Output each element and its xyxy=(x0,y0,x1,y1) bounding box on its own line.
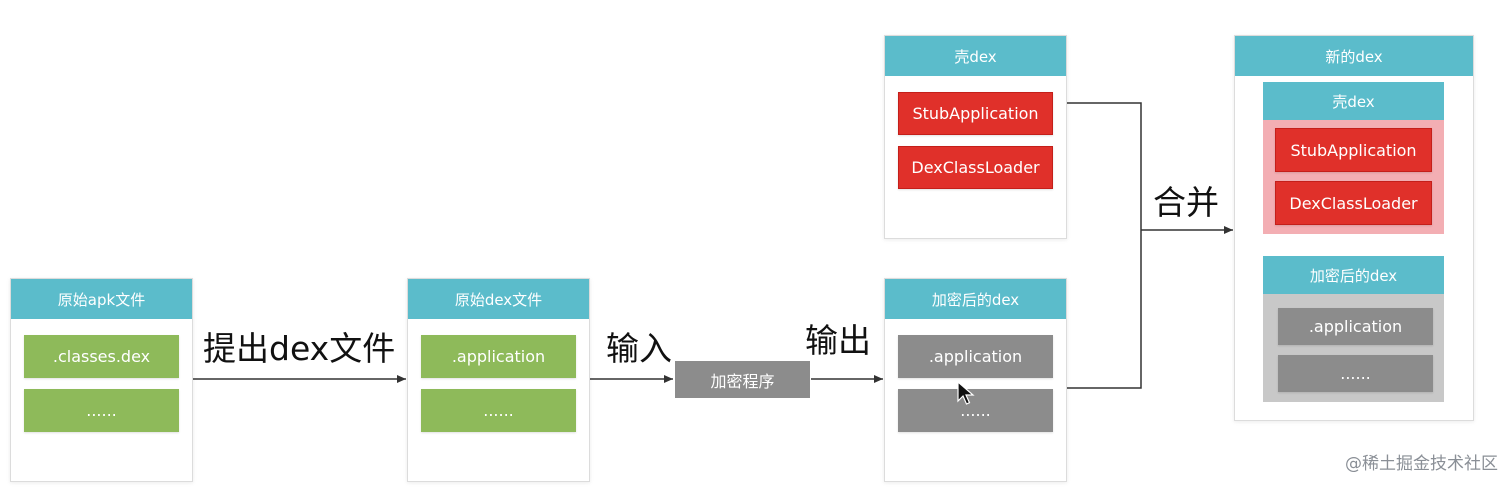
new-dex-title: 新的dex xyxy=(1235,36,1473,76)
shell-dex-title: 壳dex xyxy=(885,36,1066,76)
new-dex-box: 新的dex 壳dex StubApplication DexClassLoade… xyxy=(1234,35,1474,421)
shell-dex-box: 壳dex StubApplication DexClassLoader xyxy=(884,35,1067,239)
mouse-cursor-icon xyxy=(957,381,975,405)
encryption-program: 加密程序 xyxy=(675,361,810,398)
stub-application-item: StubApplication xyxy=(898,92,1053,135)
original-dex-title: 原始dex文件 xyxy=(408,279,589,319)
new-dex-encrypted-panel: 加密后的dex .application ...... xyxy=(1263,256,1444,402)
new-dex-shell-panel: 壳dex StubApplication DexClassLoader xyxy=(1263,82,1444,234)
classes-dex-item: .classes.dex xyxy=(24,335,179,378)
new-dex-shell-title: 壳dex xyxy=(1263,82,1444,120)
dex-class-loader-item: DexClassLoader xyxy=(898,146,1053,189)
dex-ellipsis-item: ...... xyxy=(421,389,576,432)
application-item: .application xyxy=(421,335,576,378)
apk-ellipsis-item: ...... xyxy=(24,389,179,432)
encrypted-ellipsis-item: ...... xyxy=(898,389,1053,432)
new-dex-encrypted-title: 加密后的dex xyxy=(1263,256,1444,294)
new-stub-application-item: StubApplication xyxy=(1275,128,1432,172)
new-encrypted-application-item: .application xyxy=(1278,308,1433,345)
merge-label: 合并 xyxy=(1153,183,1219,222)
encrypted-dex-title: 加密后的dex xyxy=(885,279,1066,319)
encrypted-dex-box: 加密后的dex .application ...... xyxy=(884,278,1067,482)
new-dex-class-loader-item: DexClassLoader xyxy=(1275,181,1432,225)
original-dex-box: 原始dex文件 .application ...... xyxy=(407,278,590,482)
output-label: 输出 xyxy=(805,321,871,360)
input-label: 输入 xyxy=(606,329,672,368)
original-apk-box: 原始apk文件 .classes.dex ...... xyxy=(10,278,193,482)
new-encrypted-ellipsis-item: ...... xyxy=(1278,355,1433,392)
original-apk-title: 原始apk文件 xyxy=(11,279,192,319)
encrypted-application-item: .application xyxy=(898,335,1053,378)
extract-label: 提出dex文件 xyxy=(203,329,396,368)
merge-line-top xyxy=(1066,102,1142,230)
merge-line-bottom xyxy=(1066,230,1142,389)
watermark-text: @稀土掘金技术社区 xyxy=(1345,454,1498,474)
